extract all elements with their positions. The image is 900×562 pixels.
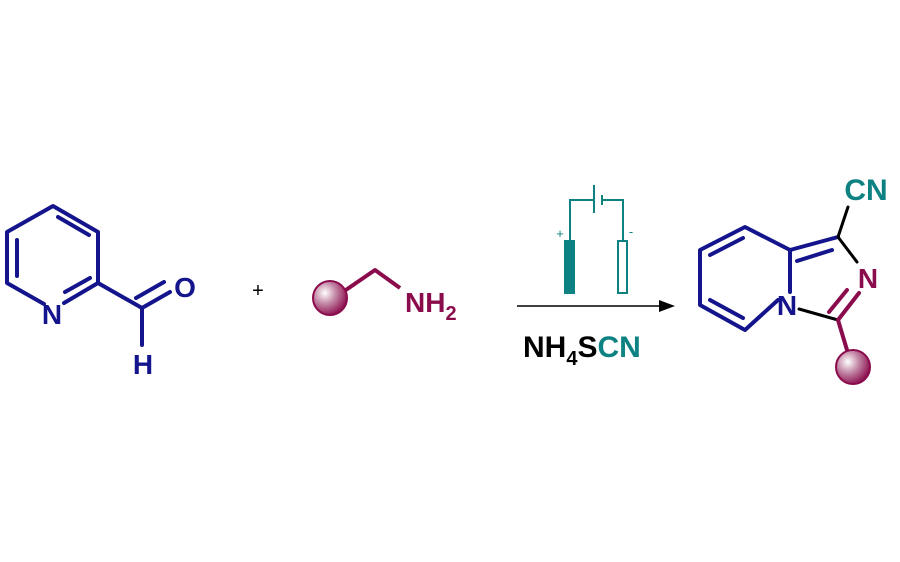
nitrile-label: CN — [844, 174, 887, 207]
pyridine-carbaldehyde — [5, 204, 172, 347]
reagent-label: NH4SCN — [523, 331, 641, 370]
oxygen-label: O — [174, 272, 196, 303]
electrochemical-cell-icon — [564, 185, 628, 294]
anode — [564, 240, 575, 294]
cathode-sign: - — [629, 224, 633, 239]
amine-label: NH2 — [405, 287, 457, 325]
substituent-bead-icon — [312, 280, 348, 316]
reaction-arrow — [517, 300, 675, 312]
plus-sign: + — [252, 280, 264, 302]
product-structure — [698, 205, 871, 385]
hydrogen-label: H — [133, 349, 153, 380]
product-bead-icon — [835, 349, 871, 385]
amine-reactant — [312, 268, 402, 316]
bridgehead-n-label: N — [777, 290, 797, 321]
anode-sign: + — [556, 226, 564, 241]
pyridine-n-label: N — [42, 299, 62, 330]
imidazole-n-label: N — [858, 263, 878, 294]
cathode — [617, 240, 628, 294]
